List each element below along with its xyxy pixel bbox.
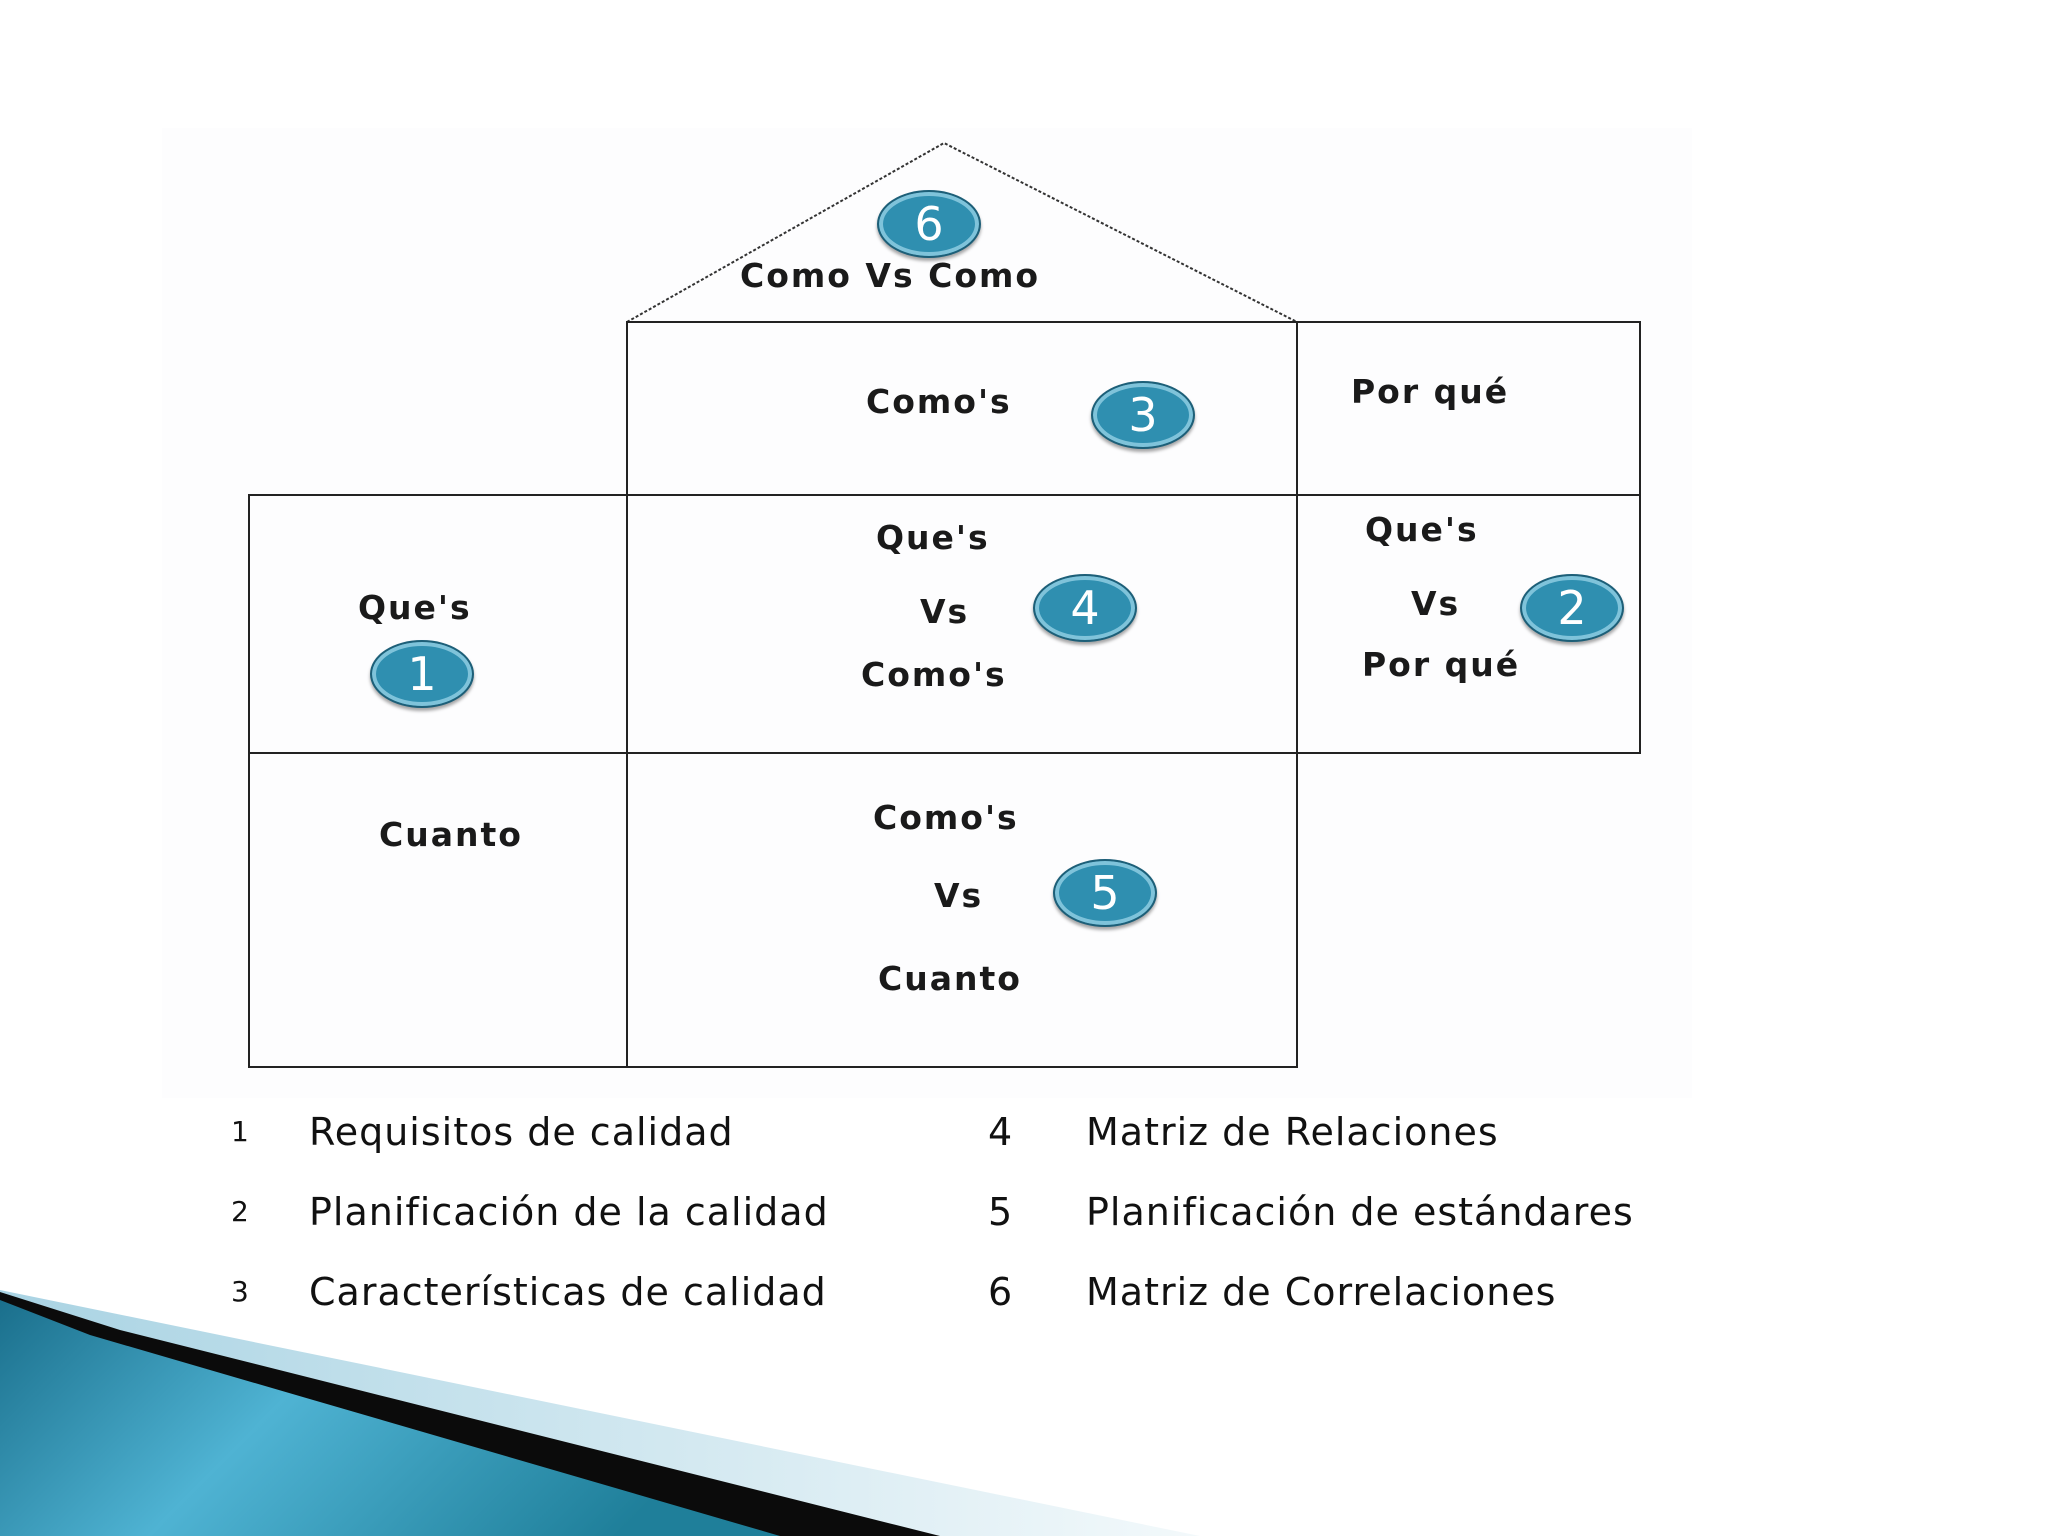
cell-center-right [1296,494,1641,754]
legend-text-6: Matriz de Correlaciones [1086,1270,1557,1314]
badge-3: 3 [1091,381,1195,449]
legend-num-4: 4 [988,1110,1013,1154]
roof-label: Como Vs Como [740,256,1041,295]
legend-text-2: Planificación de la calidad [309,1190,829,1234]
legend-num-5: 5 [988,1190,1013,1234]
center-right-line3: Por qué [1362,645,1521,684]
legend-num-3: 3 [231,1275,249,1308]
badge-4: 4 [1033,574,1137,642]
center-right-line2: Vs [1411,584,1461,623]
top-middle-label: Como's [866,382,1012,421]
legend-num-2: 2 [231,1195,249,1228]
legend-text-1: Requisitos de calidad [309,1110,734,1154]
bottom-left-label: Cuanto [379,815,523,854]
legend-num-1: 1 [231,1115,249,1148]
diagram-panel [162,128,1692,1098]
badge-2: 2 [1520,574,1624,642]
badge-1: 1 [370,640,474,708]
center-middle-line1: Que's [876,518,990,557]
bottom-middle-line3: Cuanto [878,959,1022,998]
bottom-middle-line1: Como's [873,798,1019,837]
center-middle-line2: Vs [920,592,970,631]
cell-bottom-middle [626,752,1298,1068]
top-right-label: Por qué [1351,372,1510,411]
badge-6: 6 [877,190,981,258]
bottom-middle-line2: Vs [934,876,984,915]
center-left-label: Que's [358,588,472,627]
legend-text-3: Características de calidad [309,1270,827,1314]
badge-5: 5 [1053,859,1157,927]
center-middle-line3: Como's [861,655,1007,694]
legend-text-4: Matriz de Relaciones [1086,1110,1499,1154]
legend-num-6: 6 [988,1270,1013,1314]
center-right-line1: Que's [1365,510,1479,549]
legend-text-5: Planificación de estándares [1086,1190,1634,1234]
